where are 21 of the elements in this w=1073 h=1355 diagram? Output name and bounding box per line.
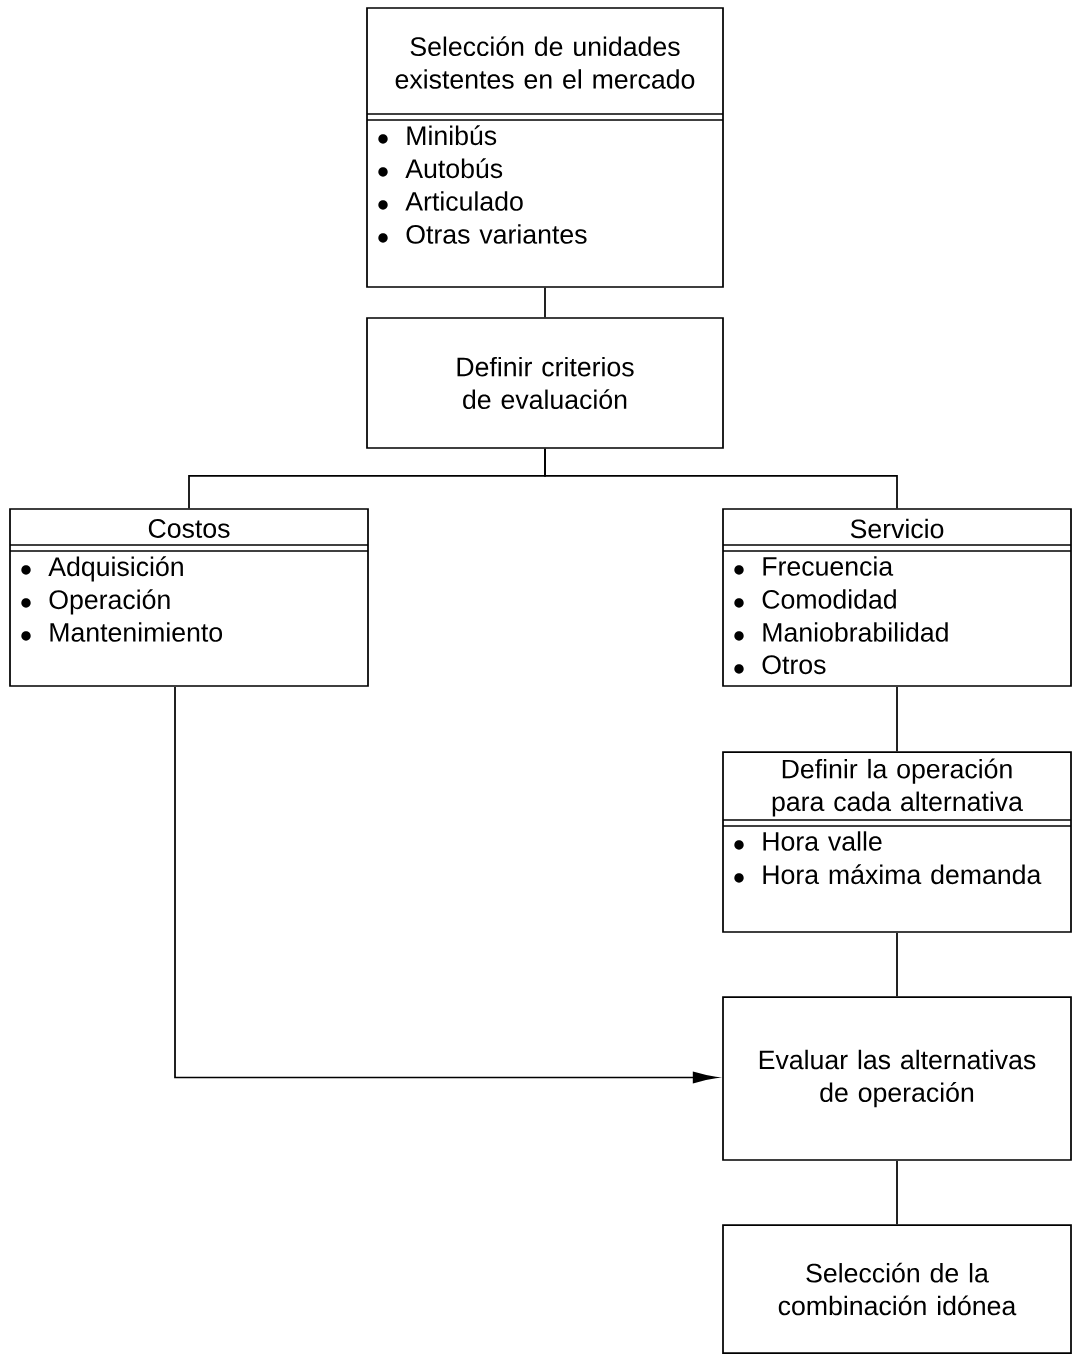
bullet-item: Otras variantes	[378, 224, 587, 244]
connector-line	[544, 448, 898, 509]
connector-line	[896, 932, 898, 997]
bullet-item: Maniobrabilidad	[734, 622, 948, 642]
connector-line	[544, 287, 546, 318]
process-box: Selección de la combinación idónea	[722, 1224, 1072, 1354]
bullet-item: Articulado	[378, 191, 523, 211]
bullet-item: Autobús	[378, 158, 503, 179]
bullet-item: Adquisición	[21, 556, 183, 582]
connector-line	[896, 686, 898, 752]
connector-line	[896, 1160, 898, 1225]
process-box: Definir criterios de evaluación	[366, 317, 724, 449]
bullet-item: Otros	[734, 655, 826, 675]
bullet-item: Hora valle	[734, 831, 882, 851]
bullet-item: Minibús	[378, 125, 497, 146]
bullet-item: Comodidad	[734, 589, 896, 609]
process-box: Evaluar las alternativas de operación	[722, 996, 1072, 1161]
bullet-item: Mantenimiento	[21, 622, 223, 642]
bullet-item: Hora máxima demanda	[734, 864, 1042, 885]
bullet-item: Operación	[21, 589, 170, 615]
bullet-item: Frecuencia	[734, 556, 894, 576]
